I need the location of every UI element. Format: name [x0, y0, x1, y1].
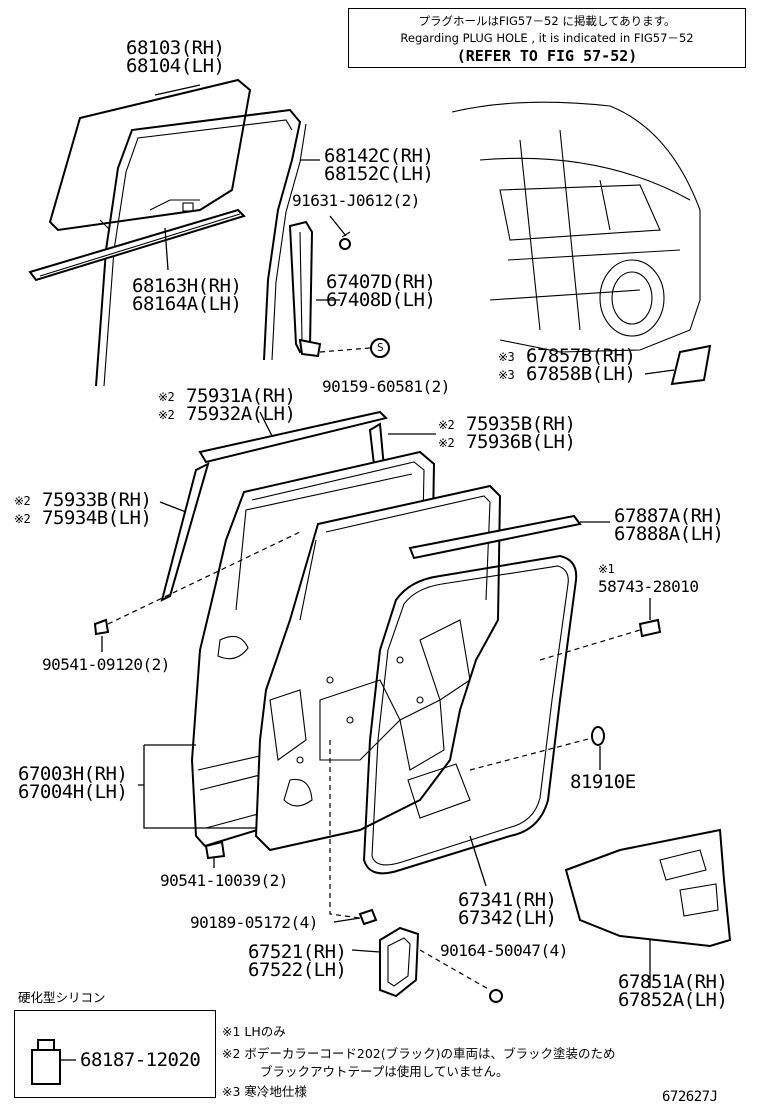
- label-90159: 90159-60581(2): [322, 377, 450, 396]
- label-67004: 67004H(LH): [18, 781, 128, 803]
- mark2-75931: ※2: [158, 390, 175, 404]
- label-90541-09120: 90541-09120(2): [42, 655, 170, 674]
- silicone-bottle-drawing: [31, 1039, 76, 1085]
- silicone-box: [14, 1010, 216, 1098]
- screw-90189-drawing: [358, 908, 378, 926]
- label-67522: 67522(LH): [248, 959, 347, 981]
- mark2-75933: ※2: [14, 494, 31, 508]
- mark2-75932: ※2: [158, 408, 175, 422]
- door-glass-drawing: [48, 78, 252, 232]
- mudflap-drawing: [670, 344, 712, 386]
- label-67521: 67521(RH): [248, 941, 347, 963]
- label-67408: 67408D(LH): [326, 289, 436, 311]
- label-67341: 67341(RH): [458, 889, 557, 911]
- label-75933: 75933B(RH): [42, 489, 152, 511]
- label-81910: 81910E: [570, 771, 636, 793]
- label-67851: 67851A(RH): [618, 971, 728, 993]
- clip-s-symbol: [370, 338, 390, 358]
- front-tape-drawing: [160, 462, 210, 602]
- belt-moulding-drawing: [28, 208, 246, 282]
- label-75931: 75931A(RH): [186, 385, 296, 407]
- label-68163: 68163H(RH): [132, 275, 242, 297]
- label-68104: 68104(LH): [126, 55, 225, 77]
- figure-id: 672627J: [662, 1089, 718, 1105]
- label-67888: 67888A(LH): [614, 523, 724, 545]
- label-67003: 67003H(RH): [18, 763, 128, 785]
- mark3-67857: ※3: [498, 350, 515, 364]
- mark2-75935: ※2: [438, 418, 455, 432]
- mark2-75936: ※2: [438, 436, 455, 450]
- reflector-81910-drawing: [591, 726, 605, 746]
- screw-90164-drawing: [489, 989, 503, 1003]
- upper-tape-drawing: [198, 410, 388, 464]
- label-67857: 67857B(RH): [526, 345, 636, 367]
- label-90541-10039: 90541-10039(2): [160, 871, 288, 890]
- mark2-75934: ※2: [14, 512, 31, 526]
- inside-handle-drawing: [379, 926, 420, 998]
- clip-90541-09120-drawing: [93, 618, 110, 636]
- label-90164: 90164-50047(4): [440, 941, 568, 960]
- mark3-67858: ※3: [498, 368, 515, 382]
- label-67858: 67858B(LH): [526, 363, 636, 385]
- label-68164: 68164A(LH): [132, 293, 242, 315]
- weatherstrip-drawing: [362, 554, 578, 875]
- label-75935: 75935B(RH): [466, 413, 576, 435]
- label-67342: 67342(LH): [458, 907, 557, 929]
- note-reference: (REFER TO FIG 57-52): [456, 47, 638, 65]
- label-75932: 75932A(LH): [186, 403, 296, 425]
- trim-board-drawing: [564, 828, 732, 948]
- mark1-58743: ※1: [598, 562, 615, 576]
- label-90189: 90189-05172(4): [190, 913, 318, 932]
- label-68142: 68142C(RH): [324, 145, 434, 167]
- label-58743: 58743-28010: [598, 577, 699, 596]
- label-75934: 75934B(LH): [42, 507, 152, 529]
- vehicle-silhouette-drawing: [451, 101, 701, 353]
- label-67887: 67887A(RH): [614, 505, 724, 527]
- division-bar-drawing: [288, 220, 351, 358]
- label-67852: 67852A(LH): [618, 989, 728, 1011]
- plug-hole-note: プラグホールはFIG57－52 に掲載してあります。 Regarding PLU…: [348, 8, 746, 68]
- note-japanese: プラグホールはFIG57－52 に掲載してあります。: [418, 14, 676, 28]
- label-75936: 75936B(LH): [466, 431, 576, 453]
- belt-weatherstrip-drawing: [408, 514, 582, 560]
- pad-58743-drawing: [638, 618, 662, 638]
- label-68152: 68152C(LH): [324, 163, 434, 185]
- footnote-2b: ブラックアウトテープは使用していません。: [260, 1064, 509, 1079]
- label-68187: 68187-12020: [80, 1049, 201, 1071]
- footnote-1: ※1 LHのみ: [222, 1024, 286, 1039]
- note-english: Regarding PLUG HOLE , it is indicated in…: [400, 31, 694, 45]
- footnote-3: ※3 寒冷地仕様: [222, 1084, 307, 1099]
- glass-run-drawing: [95, 108, 307, 387]
- clip-s-label: S: [376, 341, 384, 354]
- clip-90541-10039-drawing: [204, 840, 226, 860]
- footnote-2a: ※2 ボデーカラーコード202(ブラック)の車両は、ブラック塗装のため: [222, 1046, 616, 1061]
- silicone-title: 硬化型シリコン: [18, 990, 106, 1005]
- label-67407: 67407D(RH): [326, 271, 436, 293]
- label-68103: 68103(RH): [126, 37, 225, 59]
- label-91631: 91631-J0612(2): [292, 191, 420, 210]
